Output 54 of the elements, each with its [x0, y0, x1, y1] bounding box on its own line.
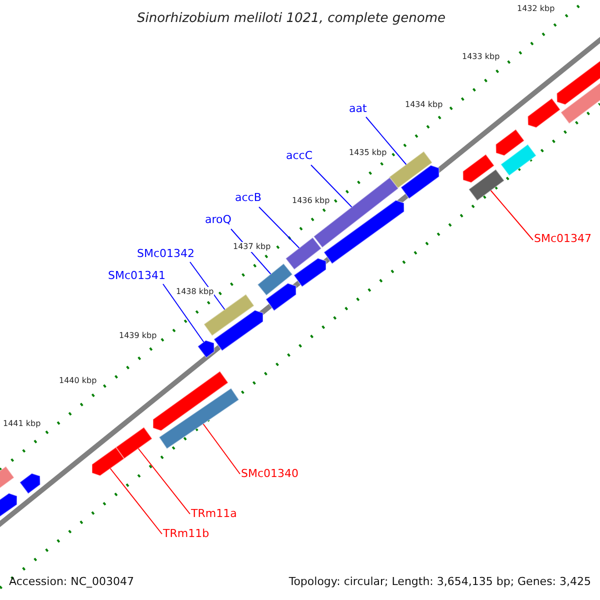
- gene-feature: [285, 236, 322, 270]
- gene-feature: [158, 388, 240, 450]
- gene-feature: [152, 370, 229, 432]
- gene-feature: [556, 60, 600, 106]
- gene-feature: [265, 282, 297, 312]
- scale-label: 1435 kbp: [349, 148, 387, 158]
- scale-label: 1432 kbp: [517, 4, 555, 14]
- scale-label: 1440 kbp: [59, 376, 97, 386]
- gene-feature: [468, 168, 505, 202]
- gene-feature: [0, 466, 15, 490]
- leader-line: [258, 206, 300, 248]
- gene-label: TRm11a: [191, 507, 237, 520]
- leader-line: [110, 468, 162, 534]
- gene-feature: [400, 164, 440, 200]
- gene-feature: [495, 128, 525, 156]
- leader-line: [490, 190, 534, 240]
- gene-label: accC: [286, 149, 313, 162]
- gene-label: SMc01340: [241, 467, 299, 480]
- gene-feature: [500, 144, 537, 176]
- leader-line: [366, 116, 407, 165]
- scale-label: 1434 kbp: [405, 100, 443, 110]
- gene-label: TRm11b: [163, 527, 210, 540]
- leader-line: [190, 262, 226, 310]
- leader-line: [310, 164, 352, 208]
- scale-label: 1439 kbp: [119, 331, 157, 341]
- gene-feature: [293, 258, 326, 288]
- gene-feature: [213, 310, 264, 352]
- gene-feature: [388, 150, 433, 190]
- gene-label: SMc01342: [137, 247, 195, 260]
- leader-line: [202, 424, 240, 474]
- scale-label: 1441 kbp: [3, 419, 41, 429]
- gene-feature: [19, 472, 41, 494]
- gene-feature: [462, 154, 495, 184]
- scale-label: 1433 kbp: [462, 52, 500, 62]
- gene-label: accB: [235, 191, 262, 204]
- gene-feature: [115, 426, 153, 460]
- scale-label: 1436 kbp: [292, 196, 330, 206]
- leader-line: [138, 448, 190, 514]
- accession-text: Accession: NC_003047: [9, 574, 134, 590]
- gene-feature: [527, 98, 561, 128]
- genome-summary: Topology: circular; Length: 3,654,135 bp; Genes: 3,425: [288, 574, 591, 590]
- gene-feature: [256, 262, 294, 296]
- gene-feature: [92, 446, 125, 476]
- gene-label: aat: [349, 102, 367, 115]
- scale-label: 1437 kbp: [233, 242, 271, 252]
- gene-feature: [197, 340, 215, 358]
- leader-line: [162, 284, 204, 342]
- diagram-title: Sinorhizobium meliloti 1021, complete genome: [137, 10, 446, 28]
- gene-label: SMc01341: [108, 269, 166, 282]
- gene-feature: [560, 82, 600, 124]
- gene-label: aroQ: [205, 213, 232, 226]
- scale-label: 1438 kbp: [176, 287, 214, 297]
- gene-label: SMc01347: [534, 232, 592, 245]
- gene-feature: [313, 176, 399, 248]
